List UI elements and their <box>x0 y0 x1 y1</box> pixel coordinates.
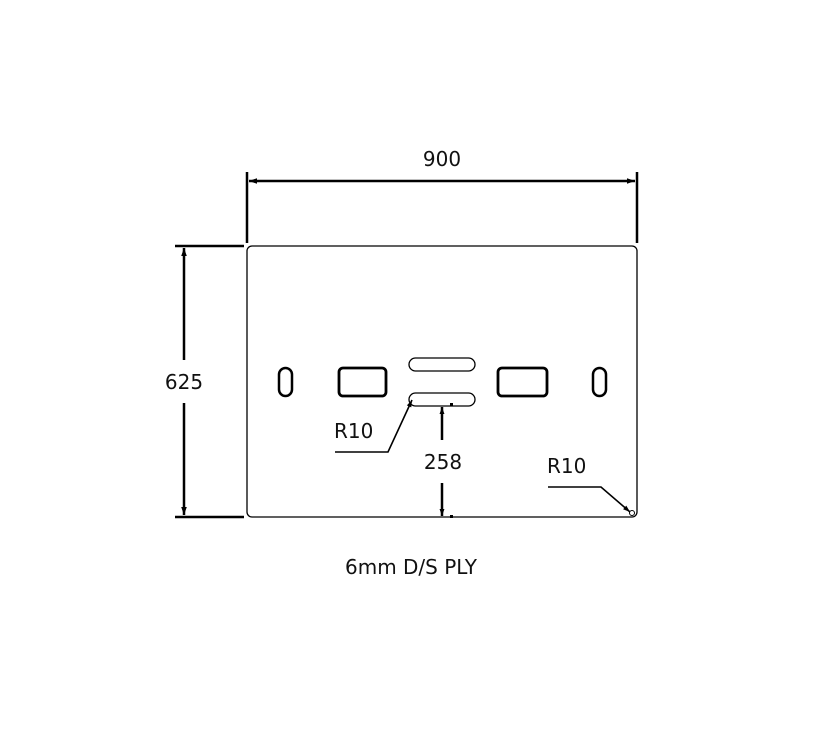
right-vertical-slot <box>591 366 608 398</box>
edge-center-marker <box>450 515 453 518</box>
hole-offset-dimension: 258 <box>424 407 462 518</box>
corner-radius-callout: R10 <box>547 454 635 516</box>
slot-center-marker <box>450 403 453 406</box>
center-bottom-horizontal-slot <box>408 392 476 407</box>
left-rectangular-cutout <box>337 366 388 398</box>
slot-radius-callout: R10 <box>334 399 413 453</box>
hole-offset-label: 258 <box>424 450 462 474</box>
width-dimension: 900 <box>245 147 639 243</box>
corner-radius-marker <box>629 510 635 516</box>
corner-radius-label: R10 <box>547 454 586 478</box>
corner-radius-leader <box>548 486 631 513</box>
slot-radius-leader <box>335 399 413 453</box>
material-label: 6mm D/S PLY <box>345 555 478 579</box>
height-dimension: 625 <box>165 244 244 519</box>
right-rectangular-cutout <box>496 366 549 398</box>
center-top-horizontal-slot <box>408 357 476 372</box>
board-outline <box>246 245 638 518</box>
left-vertical-slot <box>277 366 294 398</box>
slot-radius-label: R10 <box>334 419 373 443</box>
height-dimension-label: 625 <box>165 370 203 394</box>
width-dimension-label: 900 <box>423 147 461 171</box>
